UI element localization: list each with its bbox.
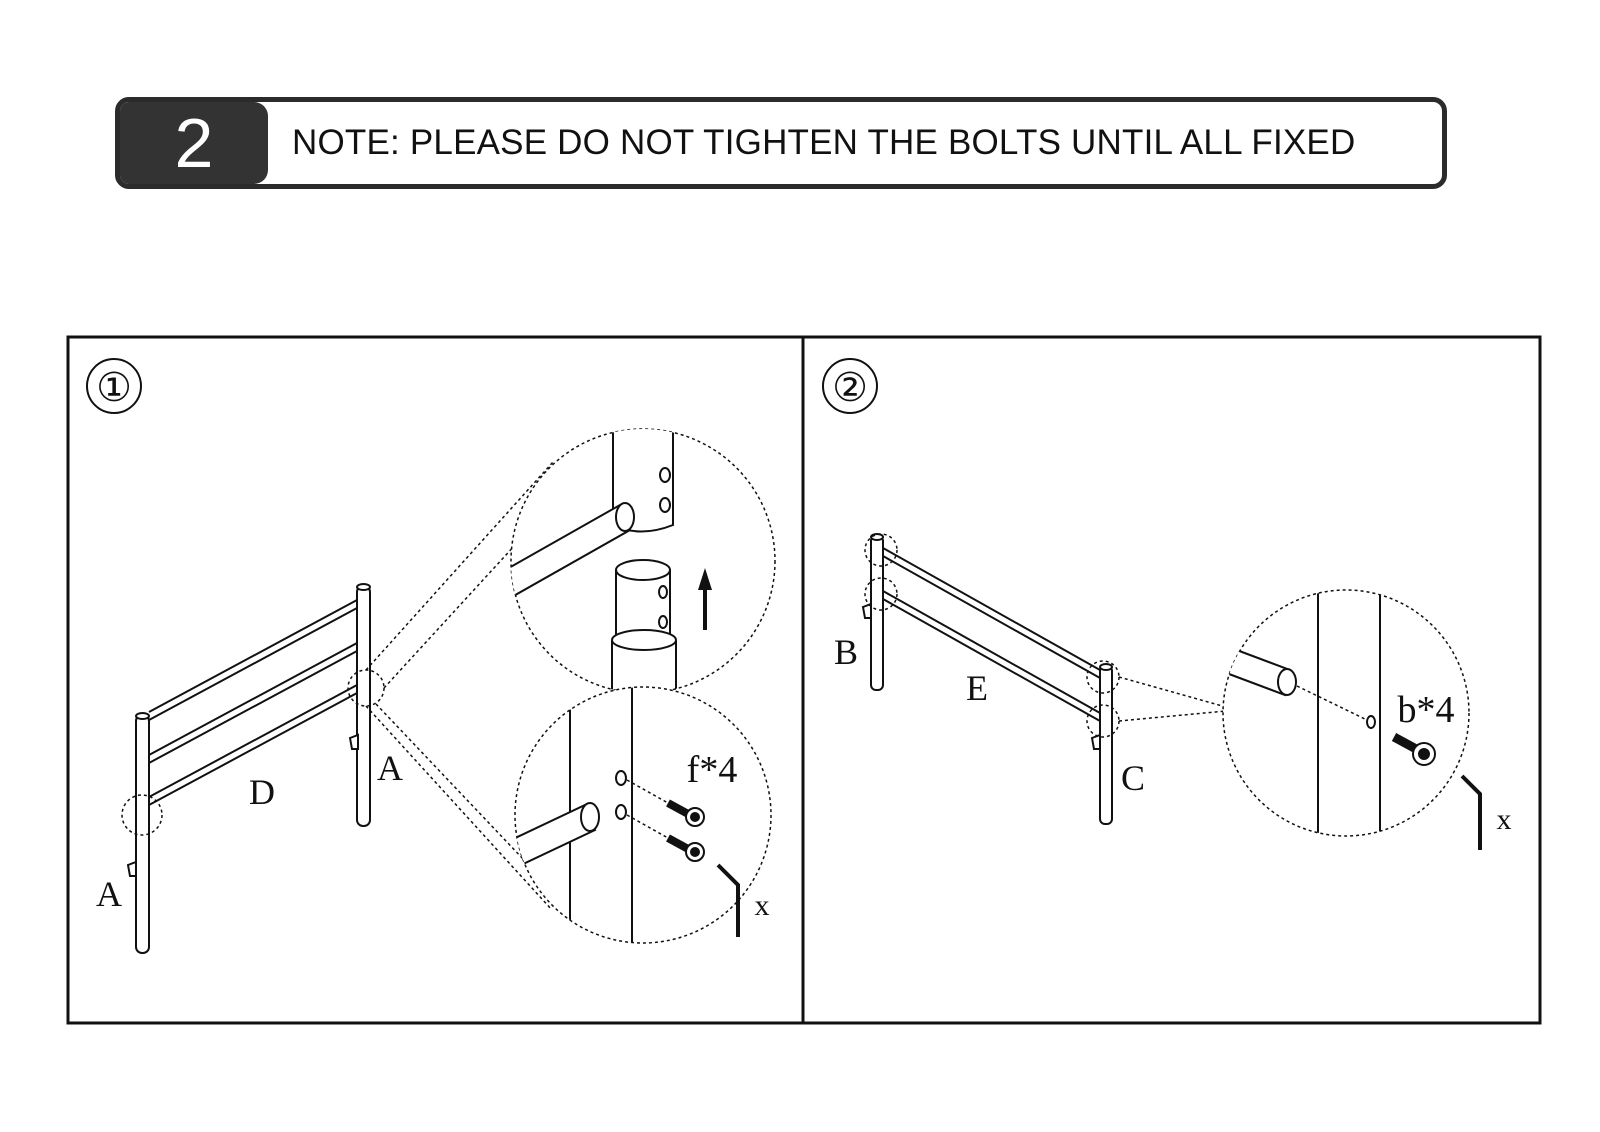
label-b-screws: b*4 bbox=[1398, 689, 1455, 731]
step-note: NOTE: PLEASE DO NOT TIGHTEN THE BOLTS UN… bbox=[292, 123, 1356, 162]
label-c: C bbox=[1121, 758, 1145, 798]
leader-lines-panel-1 bbox=[365, 461, 554, 911]
label-x-tool-1: x bbox=[755, 889, 770, 922]
right-post-a bbox=[356, 583, 371, 827]
joint-circle-b-bottom bbox=[864, 577, 898, 611]
step-header: 2 NOTE: PLEASE DO NOT TIGHTEN THE BOLTS … bbox=[115, 97, 1447, 189]
panel-1-index-circle bbox=[86, 358, 142, 414]
step-number: 2 bbox=[120, 102, 268, 184]
bracket-c bbox=[1090, 733, 1101, 750]
label-a-right: A bbox=[377, 748, 403, 788]
panel-2-index-circle bbox=[822, 358, 878, 414]
post-c bbox=[1099, 663, 1113, 825]
panel-2-frame bbox=[801, 335, 1542, 1025]
panel-1-index: ① bbox=[96, 365, 132, 410]
label-d: D bbox=[249, 772, 275, 812]
label-f-screws: f*4 bbox=[687, 749, 738, 791]
zoom-detail-top bbox=[510, 428, 776, 694]
panel-2: ② B E C bbox=[822, 358, 1512, 850]
allen-key-icon bbox=[716, 863, 740, 937]
left-post-a bbox=[135, 712, 150, 954]
label-b: B bbox=[834, 632, 858, 672]
screw-icon bbox=[666, 799, 705, 862]
post-b bbox=[870, 533, 884, 691]
leader-lines-panel-2 bbox=[1118, 676, 1227, 722]
screw-b-icon bbox=[1391, 733, 1436, 766]
rails-e bbox=[882, 547, 1101, 722]
label-e: E bbox=[966, 668, 988, 708]
label-x-tool-2: x bbox=[1497, 803, 1512, 836]
bracket-left bbox=[126, 860, 137, 877]
joint-circle-b-top bbox=[864, 533, 898, 567]
label-a-left: A bbox=[96, 874, 122, 914]
panel-1: ① bbox=[86, 358, 776, 954]
bracket-right bbox=[348, 733, 359, 750]
joint-circle-left bbox=[121, 794, 163, 836]
bracket-b bbox=[861, 602, 872, 619]
panel-2-index: ② bbox=[832, 365, 868, 410]
rails-d bbox=[148, 599, 358, 806]
allen-key-icon-2 bbox=[1460, 774, 1482, 850]
zoom-detail-bottom bbox=[514, 686, 772, 944]
